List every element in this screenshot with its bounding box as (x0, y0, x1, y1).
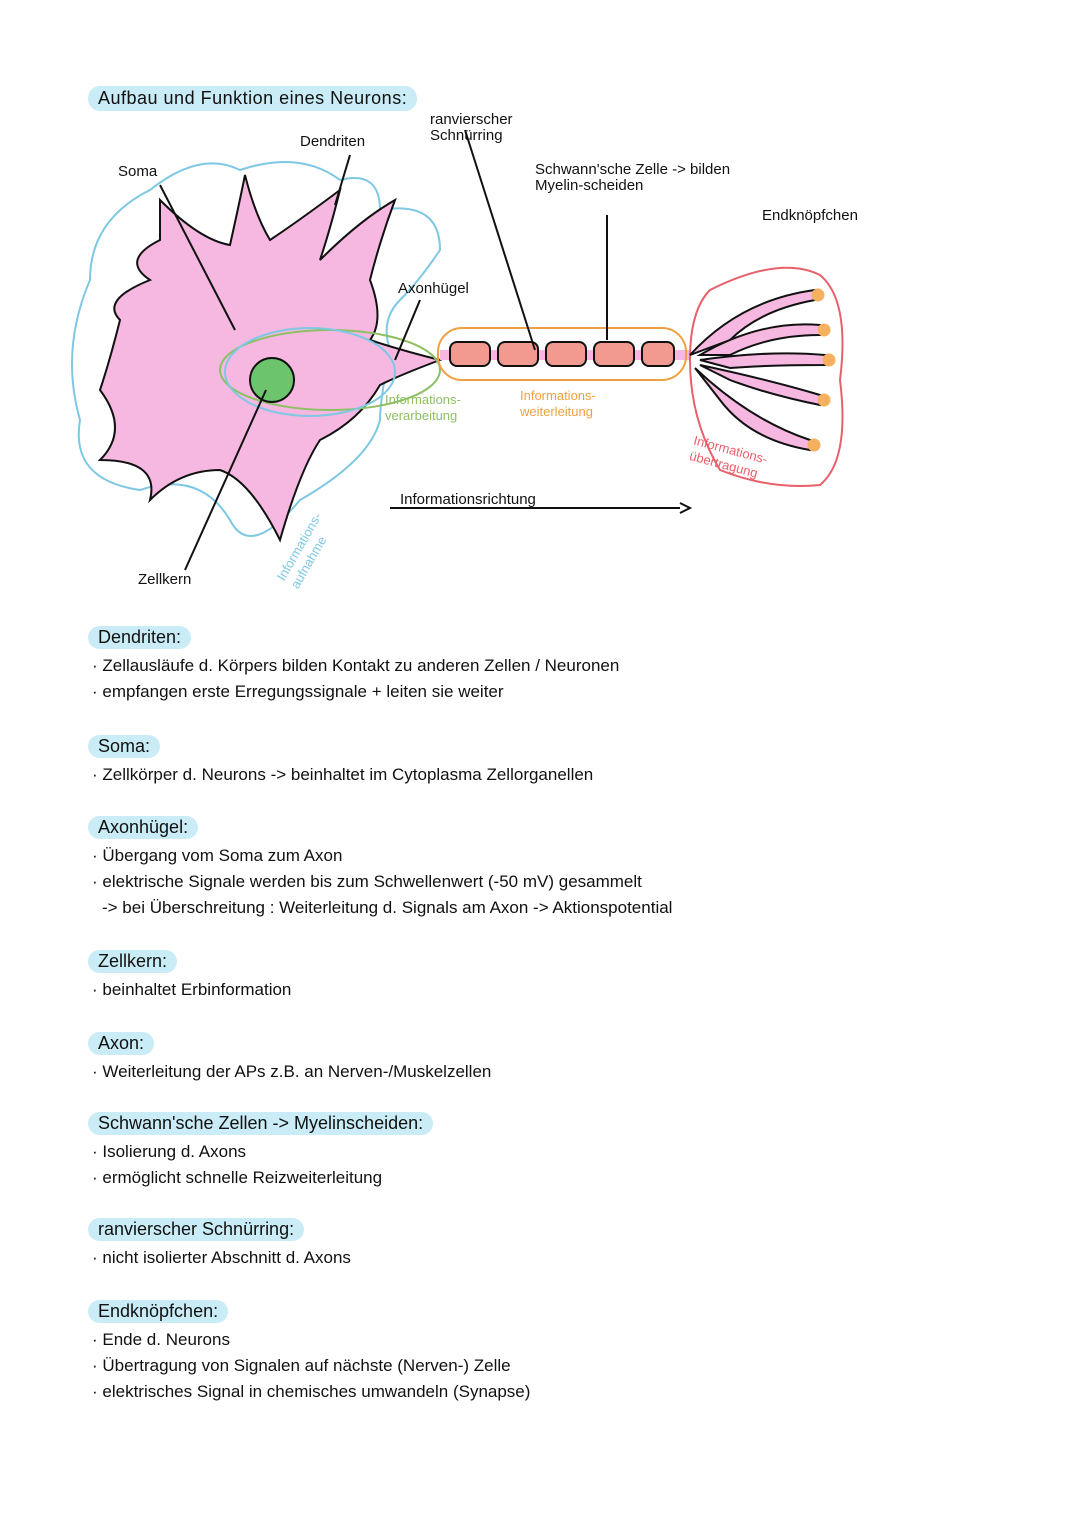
label-weiterleitung: Informations-weiterleitung (520, 388, 596, 419)
aufnahme-outline (71, 161, 442, 537)
section-heading: Schwann'sche Zellen -> Myelinscheiden: (88, 1112, 434, 1135)
section-heading: Endknöpfchen: (88, 1300, 229, 1323)
section-soma: Soma: · Zellkörper d. Neurons -> beinhal… (88, 735, 593, 788)
label-richtung: Informationsrichtung (400, 491, 536, 508)
section-heading: Dendriten: (88, 626, 192, 649)
section-axon: Axon: · Weiterleitung der APs z.B. an Ne… (88, 1032, 491, 1085)
label-dendriten: Dendriten (300, 133, 366, 150)
label-schwann: Schwann'sche Zelle -> bilden Myelin-sche… (535, 161, 731, 194)
label-ranvier: ranvierscher Schnürring (430, 111, 513, 144)
bullet: -> bei Überschreitung : Weiterleitung d.… (102, 898, 673, 917)
bullet: · ermöglicht schnelle Reizweiterleitung (92, 1168, 383, 1187)
terminal-branches (689, 288, 826, 452)
label-verarbeitung: Informations-verarbeitung (385, 392, 461, 423)
bullet: · Zellkörper d. Neurons -> beinhaltet im… (92, 765, 594, 784)
bullet: · Zellausläufe d. Körpers bilden Kontakt… (92, 656, 620, 675)
section-heading: Axon: (88, 1032, 155, 1055)
label-axonhuegel: Axonhügel (398, 280, 469, 297)
section-dendriten: Dendriten: · Zellausläufe d. Körpers bil… (88, 626, 619, 705)
bullet: · elektrisches Signal in chemisches umwa… (92, 1382, 531, 1401)
section-axonhuegel: Axonhügel: · Übergang vom Soma zum Axon … (88, 816, 672, 921)
section-schwann: Schwann'sche Zellen -> Myelinscheiden: ·… (88, 1112, 434, 1191)
section-heading: Axonhügel: (88, 816, 199, 839)
label-soma: Soma (118, 163, 158, 180)
label-zellkern: Zellkern (138, 571, 192, 588)
bullet: · Ende d. Neurons (92, 1330, 230, 1349)
myelin-sheaths (449, 341, 675, 367)
endknoepfchen-bulbs (807, 288, 836, 452)
neuron-diagram (71, 129, 844, 571)
section-ranvier: ranvierscher Schnürring: · nicht isolier… (88, 1218, 351, 1271)
section-endknoepfchen: Endknöpfchen: · Ende d. Neurons · Übertr… (88, 1300, 530, 1405)
section-heading: ranvierscher Schnürring: (88, 1218, 305, 1241)
weiterleitung-outline (437, 327, 687, 381)
section-zellkern: Zellkern: · beinhaltet Erbinformation (88, 950, 291, 1003)
bullet: · empfangen erste Erregungssignale + lei… (92, 682, 504, 701)
section-heading: Soma: (88, 735, 161, 758)
bullet: · Übertragung von Signalen auf nächste (… (92, 1356, 511, 1375)
bullet: · Isolierung d. Axons (92, 1142, 247, 1161)
uebertragung-outline (688, 266, 844, 487)
page-title: Aufbau und Funktion eines Neurons: (88, 86, 418, 111)
bullet: · Weiterleitung der APs z.B. an Nerven-/… (92, 1062, 492, 1081)
bullet: · nicht isolierter Abschnitt d. Axons (92, 1248, 351, 1267)
section-heading: Zellkern: (88, 950, 178, 973)
bullet: · Übergang vom Soma zum Axon (92, 846, 343, 865)
label-endknoepfchen: Endknöpfchen (762, 207, 858, 224)
bullet: · elektrische Signale werden bis zum Sch… (92, 872, 642, 891)
nucleus (249, 357, 295, 403)
bullet: · beinhaltet Erbinformation (92, 980, 292, 999)
